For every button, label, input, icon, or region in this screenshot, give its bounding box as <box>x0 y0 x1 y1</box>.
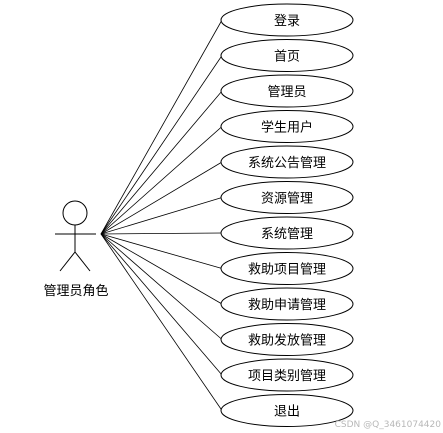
association-line <box>100 126 223 235</box>
use-case: 系统公告管理 <box>220 145 354 179</box>
use-case-ellipse <box>220 287 354 321</box>
association-line <box>100 233 223 411</box>
use-case-ellipse <box>220 394 354 427</box>
use-case: 系统管理 <box>220 216 354 250</box>
use-case-ellipse <box>220 181 354 214</box>
association-line <box>100 161 223 235</box>
association-line <box>100 233 223 340</box>
use-case-label: 资源管理 <box>261 192 313 207</box>
actor-right-leg <box>74 251 91 272</box>
use-case-label: 救助申请管理 <box>248 297 326 313</box>
association-line <box>100 233 223 376</box>
use-case: 登录 <box>220 3 354 37</box>
actor-figure <box>55 200 96 272</box>
association-line <box>100 197 223 235</box>
actor-head <box>62 200 88 226</box>
use-case-label: 救助发放管理 <box>248 333 326 349</box>
use-case-list: 登录首页管理员学生用户系统公告管理资源管理系统管理救助项目管理救助申请管理救助发… <box>220 3 354 427</box>
use-case-label: 管理员 <box>267 85 306 100</box>
use-case: 管理员 <box>220 74 354 108</box>
use-case: 项目类别管理 <box>220 358 354 392</box>
use-case-label: 系统公告管理 <box>248 156 326 171</box>
association-line <box>100 55 223 235</box>
association-line <box>100 233 223 269</box>
use-case-label: 首页 <box>274 50 300 65</box>
association-line <box>100 19 223 235</box>
association-line <box>100 232 223 235</box>
use-case-label: 系统管理 <box>261 227 313 242</box>
use-case-ellipse <box>220 39 354 72</box>
use-case-label: 退出 <box>274 405 300 420</box>
use-case-ellipse <box>220 252 354 285</box>
use-case: 救助项目管理 <box>220 252 354 285</box>
use-case-ellipse <box>220 323 354 356</box>
actor-label: 管理员角色 <box>43 283 108 299</box>
use-case-label: 学生用户 <box>261 120 313 136</box>
watermark: CSDN @Q_3461074420 <box>335 420 442 430</box>
use-case: 首页 <box>220 39 354 72</box>
use-case-label: 项目类别管理 <box>248 369 326 384</box>
use-case-ellipse <box>220 216 354 250</box>
use-case: 救助申请管理 <box>220 287 354 321</box>
use-case: 救助发放管理 <box>220 323 354 356</box>
actor-left-leg <box>59 251 76 272</box>
association-line <box>100 233 223 305</box>
use-case-ellipse <box>220 358 354 392</box>
use-case-ellipse <box>220 110 354 143</box>
use-case: 学生用户 <box>220 110 354 143</box>
use-case-ellipse <box>220 3 354 37</box>
association-line <box>100 90 223 235</box>
use-case-label: 登录 <box>274 14 300 29</box>
use-case: 资源管理 <box>220 181 354 214</box>
use-case-ellipse <box>220 145 354 179</box>
use-case-ellipse <box>220 74 354 108</box>
association-lines <box>100 19 223 411</box>
use-case: 退出 <box>220 394 354 427</box>
use-case-label: 救助项目管理 <box>248 262 326 278</box>
